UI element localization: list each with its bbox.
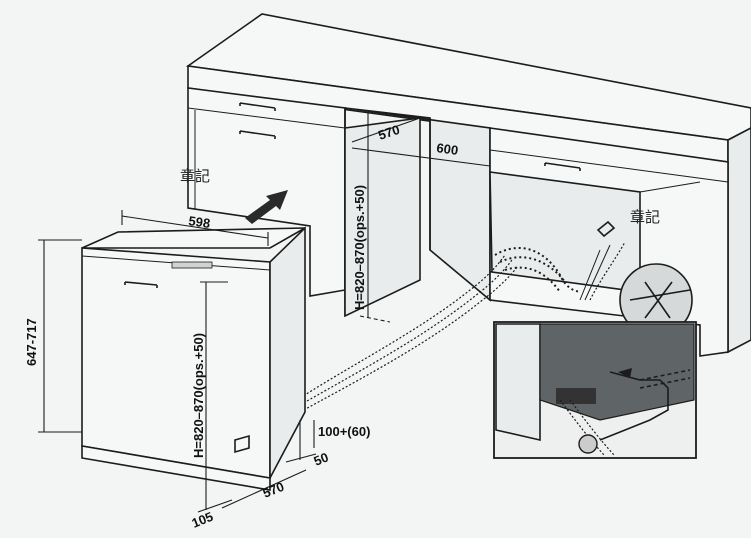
dim-cabinet-width: 598 <box>188 213 212 231</box>
dishwasher <box>81 226 306 491</box>
hose-bundle <box>299 220 626 413</box>
dim-niche-depth-top: 570 <box>376 122 401 143</box>
dim-base-offset: 105 <box>190 509 216 531</box>
push-direction-arrow-icon <box>245 190 288 224</box>
watermark-left: 章記 <box>180 167 210 185</box>
watermark-right: 章記 <box>630 208 660 226</box>
dim-niche-height: H=820–870(ops.+50) <box>352 185 367 310</box>
dim-plinth-depth: 50 <box>312 449 331 468</box>
dim-appliance-height: 647-717 <box>24 318 39 366</box>
connection-detail-inset <box>493 321 697 459</box>
tap-detail-circle <box>619 263 693 337</box>
dimension-lines <box>38 112 491 513</box>
kitchen-cabinets <box>185 13 751 357</box>
dim-niche-width: 600 <box>436 140 460 158</box>
dim-appliance-height-front: H=820–870(ops.+50) <box>191 333 206 458</box>
dim-plinth-height: 100+(60) <box>318 424 370 439</box>
